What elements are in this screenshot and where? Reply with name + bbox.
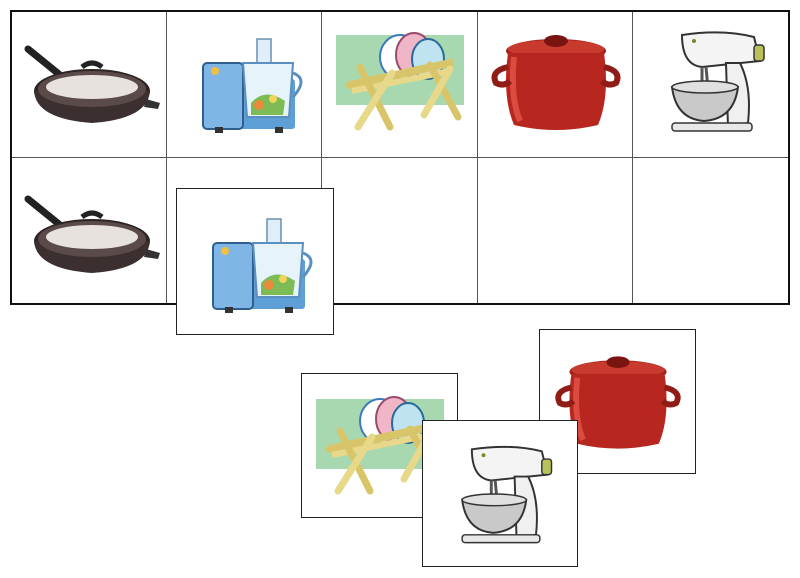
drop-slot-3[interactable]: [322, 158, 477, 303]
grid-divider: [12, 157, 788, 158]
sorting-board: [10, 10, 790, 305]
stand-mixer-icon: [433, 433, 569, 557]
food-processor-icon: [175, 22, 315, 142]
frying-pan-icon: [20, 172, 160, 292]
drop-slot-1[interactable]: [12, 158, 166, 303]
dish-rack-icon: [330, 22, 470, 142]
frying-pan-icon: [20, 22, 160, 142]
drop-slot-5[interactable]: [633, 158, 788, 303]
drop-slot-4[interactable]: [478, 158, 632, 303]
stand-mixer-icon: [642, 22, 782, 142]
food-processor-icon: [185, 201, 325, 323]
stock-pot-icon: [486, 22, 626, 142]
food-processor-card[interactable]: [176, 188, 334, 335]
stand-mixer-card[interactable]: [422, 420, 578, 567]
